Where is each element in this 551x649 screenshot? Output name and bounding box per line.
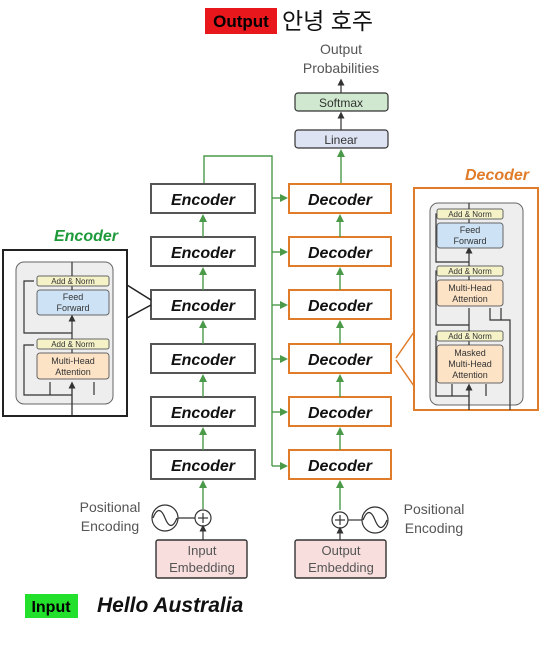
- decoder-label: Decoder: [308, 245, 373, 262]
- encoder-label: Encoder: [171, 245, 236, 262]
- decoder-label: Decoder: [308, 192, 373, 209]
- decoder-masked-label-3: Attention: [452, 370, 488, 380]
- input-tag: [25, 594, 78, 618]
- pos-enc-left-line2: Encoding: [81, 518, 139, 534]
- decoder-add-norm-label: Add & Norm: [448, 267, 492, 276]
- encoder-stack: Encoder Encoder Encoder Encoder Encoder …: [150, 183, 256, 480]
- encoder-detail-callout: Encoder Multi-Head Attention Add & Norm …: [2, 228, 152, 417]
- decoder-mha-label-2: Attention: [452, 294, 488, 304]
- decoder-block-4: Decoder: [288, 289, 392, 320]
- decoder-mha-label-1: Multi-Head: [448, 283, 492, 293]
- decoder-block-1: Decoder: [288, 449, 392, 480]
- decoder-label: Decoder: [308, 352, 373, 369]
- encoder-add-norm-label: Add & Norm: [51, 277, 95, 286]
- output-embedding-label-1: Output: [321, 543, 360, 558]
- output-positional-encoding: Positional Encoding: [331, 501, 465, 540]
- encoder-add-norm-label: Add & Norm: [51, 340, 95, 349]
- encoder-label: Encoder: [171, 298, 236, 315]
- input-positional-encoding: Positional Encoding: [80, 499, 212, 540]
- decoder-block-3: Decoder: [288, 343, 392, 374]
- decoder-label: Decoder: [308, 458, 373, 475]
- linear-label: Linear: [324, 133, 357, 147]
- encoder-detail-title: Encoder: [54, 228, 119, 245]
- input-embedding-label-1: Input: [188, 543, 217, 558]
- encoder-block-5: Encoder: [150, 236, 256, 267]
- input-embedding-box: [155, 539, 248, 579]
- output-probabilities-line2: Probabilities: [303, 60, 379, 76]
- decoder-block-2: Decoder: [288, 396, 392, 427]
- output-tag: [205, 8, 277, 34]
- softmax-layer: [294, 92, 389, 112]
- encoder-label: Encoder: [171, 458, 236, 475]
- encoder-block-4: Encoder: [150, 289, 256, 320]
- encoder-label: Encoder: [171, 192, 236, 209]
- pos-enc-right-line2: Encoding: [405, 520, 463, 536]
- decoder-block-6: Decoder: [288, 183, 392, 214]
- output-embedding-label-2: Embedding: [308, 560, 374, 575]
- decoder-detail-title: Decoder: [465, 167, 530, 184]
- decoder-masked-label-1: Masked: [454, 348, 486, 358]
- output-embedding-box: [294, 539, 387, 579]
- decoder-ff-label-2: Forward: [453, 236, 486, 246]
- encoder-block-2: Encoder: [150, 396, 256, 427]
- encoder-ff-label-1: Feed: [63, 292, 84, 302]
- encoder-block-6: Encoder: [150, 183, 256, 214]
- encoder-block-1: Encoder: [150, 449, 256, 480]
- softmax-label: Softmax: [319, 96, 363, 110]
- input-sentence: Hello Australia: [97, 594, 244, 617]
- encoder-label: Encoder: [171, 405, 236, 422]
- pos-enc-right-line1: Positional: [404, 501, 465, 517]
- encoder-label: Encoder: [171, 352, 236, 369]
- encoder-block-3: Encoder: [150, 343, 256, 374]
- encoder-mha-label-2: Attention: [55, 367, 91, 377]
- encoder-mha-label-1: Multi-Head: [51, 356, 95, 366]
- input-tag-label: Input: [31, 599, 71, 616]
- pos-enc-left-line1: Positional: [80, 499, 141, 515]
- decoder-ff-label-1: Feed: [460, 225, 481, 235]
- output-tag-label: Output: [213, 12, 269, 31]
- output-probabilities-line1: Output: [320, 41, 362, 57]
- decoder-add-norm-label: Add & Norm: [448, 210, 492, 219]
- decoder-label: Decoder: [308, 405, 373, 422]
- output-sentence: 안녕 호주: [282, 8, 373, 34]
- decoder-masked-label-2: Multi-Head: [448, 359, 492, 369]
- decoder-label: Decoder: [308, 298, 373, 315]
- input-embedding-label-2: Embedding: [169, 560, 235, 575]
- decoder-add-norm-label: Add & Norm: [448, 332, 492, 341]
- linear-layer: [294, 129, 389, 149]
- encoder-ff-label-2: Forward: [56, 303, 89, 313]
- decoder-block-5: Decoder: [288, 236, 392, 267]
- decoder-detail-callout: Decoder Masked Multi-Head Attention Add …: [395, 167, 539, 411]
